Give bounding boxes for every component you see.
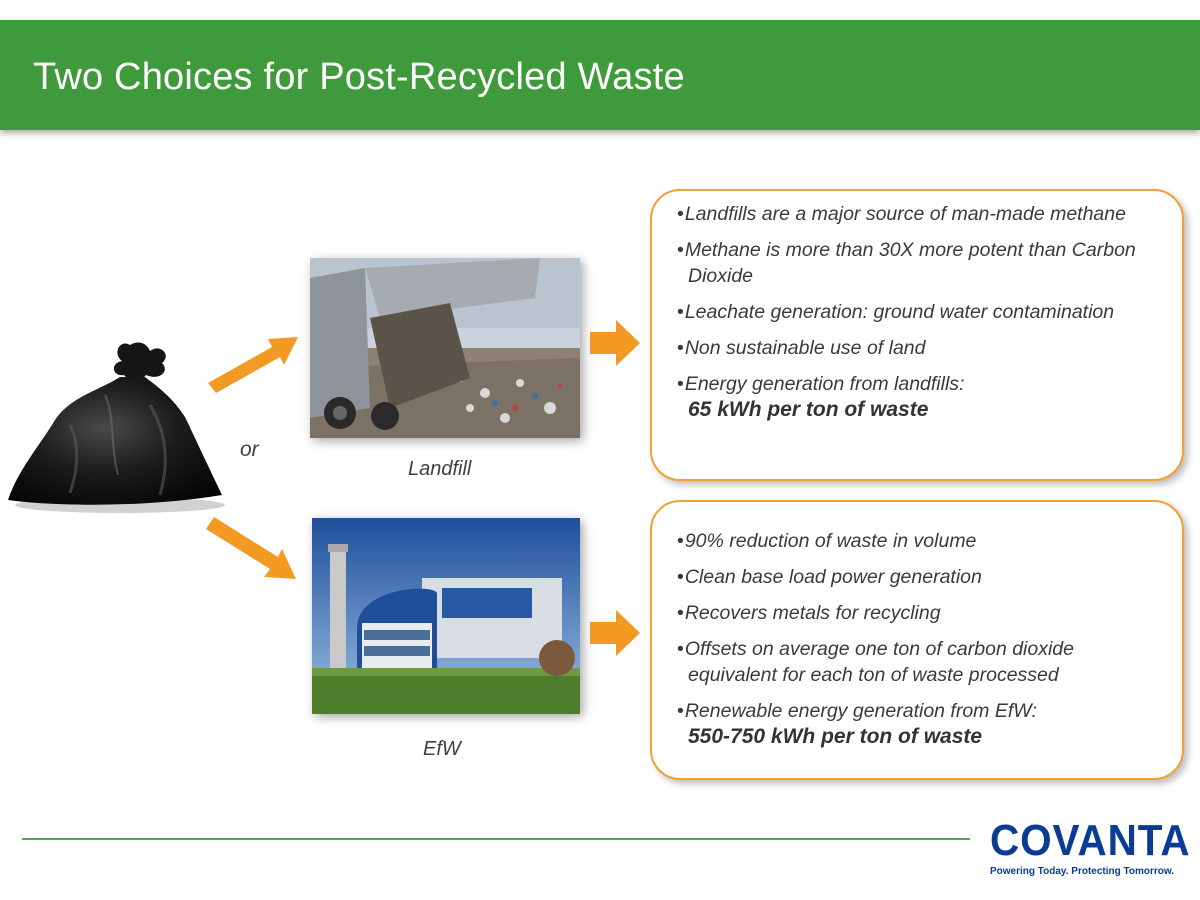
logo-wordmark: COVANTA	[990, 816, 1191, 865]
bullet-text: Clean base load power generation	[684, 566, 982, 588]
bullet-text: Renewable energy generation from EfW:	[684, 700, 1038, 722]
efw-facts-list: 90% reduction of waste in volume Clean b…	[652, 502, 1182, 750]
list-item: Recovers metals for recycling	[677, 600, 1168, 626]
footer-divider	[22, 838, 970, 840]
or-label: or	[240, 438, 259, 461]
covanta-logo: COVANTA Powering Today. Protecting Tomor…	[990, 816, 1200, 878]
list-item: 90% reduction of waste in volume	[677, 528, 1168, 554]
bullet-text: Non sustainable use of land	[684, 337, 926, 359]
efw-energy-value: 550-750 kWh per ton of waste	[688, 725, 983, 748]
slide-title: Two Choices for Post-Recycled Waste	[33, 56, 685, 98]
arrow-efw-to-box-icon	[590, 610, 640, 656]
list-item: Renewable energy generation from EfW: 550…	[677, 698, 1168, 750]
bullet-text: Offsets on average one ton of carbon dio…	[684, 638, 1074, 686]
list-item: Leachate generation: ground water contam…	[677, 299, 1168, 325]
landfill-facts-list: Landfills are a major source of man-made…	[652, 191, 1182, 423]
list-item: Non sustainable use of land	[677, 335, 1168, 361]
arrow-landfill-to-box-icon	[590, 320, 640, 366]
list-item: Landfills are a major source of man-made…	[677, 201, 1168, 227]
bullet-text: Landfills are a major source of man-made…	[684, 203, 1126, 225]
landfill-caption: Landfill	[408, 458, 472, 480]
bullet-text: Recovers metals for recycling	[684, 602, 941, 624]
list-item: Methane is more than 30X more potent tha…	[677, 237, 1168, 289]
trash-bag-image	[8, 342, 225, 513]
bullet-text: Methane is more than 30X more potent tha…	[684, 239, 1136, 287]
efw-plant-photo	[312, 518, 580, 714]
landfill-photo	[310, 258, 580, 438]
list-item: Energy generation from landfills: 65 kWh …	[677, 371, 1168, 423]
landfill-energy-value: 65 kWh per ton of waste	[688, 398, 929, 421]
logo-tagline: Powering Today. Protecting Tomorrow.	[990, 866, 1175, 877]
efw-caption: EfW	[423, 738, 461, 760]
efw-facts-box: 90% reduction of waste in volume Clean b…	[650, 500, 1184, 780]
list-item: Offsets on average one ton of carbon dio…	[677, 636, 1168, 688]
arrow-to-landfill-icon	[208, 337, 298, 393]
arrow-to-efw-icon	[206, 517, 296, 579]
bullet-text: Energy generation from landfills:	[684, 373, 965, 395]
list-item: Clean base load power generation	[677, 564, 1168, 590]
landfill-facts-box: Landfills are a major source of man-made…	[650, 189, 1184, 481]
title-banner: Two Choices for Post-Recycled Waste	[0, 20, 1200, 130]
bullet-text: Leachate generation: ground water contam…	[684, 301, 1115, 323]
bullet-text: 90% reduction of waste in volume	[684, 530, 977, 552]
